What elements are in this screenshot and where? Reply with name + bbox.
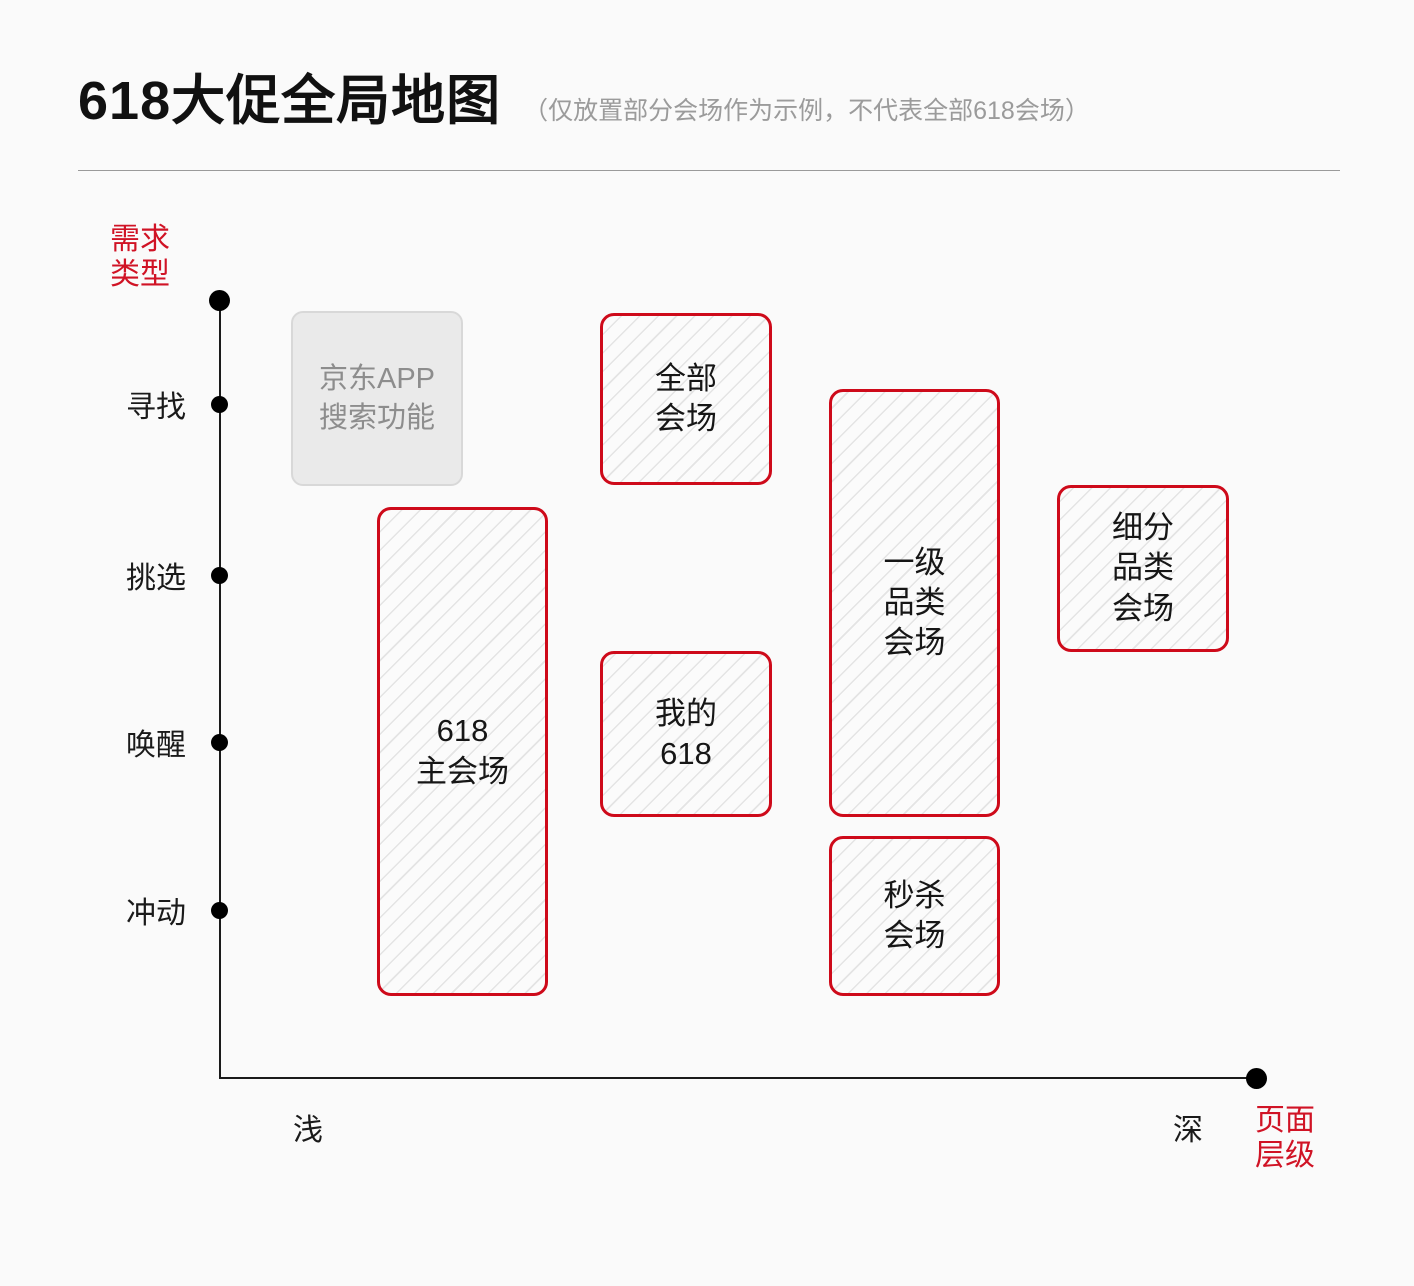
- y-axis-tick-dot-huanxing: [211, 734, 228, 751]
- x-axis-title-line-1: 页面: [1255, 1104, 1315, 1137]
- y-axis-tick-dot-tiaoxuan: [211, 567, 228, 584]
- x-axis-title-line-2: 层级: [1255, 1139, 1315, 1173]
- page-title: 618大促全局地图: [78, 71, 502, 131]
- node-primary-category-venue[interactable]: 一级 品类 会场: [829, 389, 1000, 817]
- x-axis-cap-dot: [1246, 1068, 1267, 1089]
- node-label-all-venues: 全部 会场: [655, 360, 717, 436]
- node-618-main-venue[interactable]: 618 主会场: [377, 507, 548, 996]
- y-tick-label-3: 冲动: [126, 897, 186, 930]
- node-jd-app-search[interactable]: 京东APP 搜索功能: [291, 311, 463, 486]
- node-label-primary-category-venue: 一级 品类 会场: [883, 544, 946, 661]
- x-axis-line: [219, 1077, 1256, 1079]
- x-tick-label-0: 浅: [293, 1114, 323, 1147]
- node-label-my-618: 我的 618: [655, 695, 717, 771]
- node-my-618[interactable]: 我的 618: [600, 651, 772, 817]
- y-axis-title-line-2: 类型: [110, 258, 170, 292]
- header-divider: [78, 170, 1340, 171]
- y-axis-title: 需求 类型: [94, 222, 186, 293]
- title-row: 618大促全局地图 （仅放置部分会场作为示例，不代表全部618会场）: [78, 74, 1340, 128]
- node-label-618-main-venue: 618 主会场: [416, 713, 509, 789]
- y-axis-title-line-1: 需求: [110, 223, 170, 256]
- x-tick-label-1: 深: [1173, 1114, 1203, 1147]
- y-tick-label-0: 寻找: [126, 391, 186, 424]
- y-axis-tick-dot-xunzhao: [211, 396, 228, 413]
- y-tick-label-2: 唤醒: [126, 729, 186, 762]
- node-label-flash-sale-venue: 秒杀 会场: [883, 877, 946, 953]
- y-axis-tick-dot-chongdong: [211, 902, 228, 919]
- x-axis-title: 页面 层级: [1245, 1103, 1325, 1174]
- node-label-sub-category-venue: 细分 品类 会场: [1112, 510, 1174, 626]
- page-subtitle: （仅放置部分会场作为示例，不代表全部618会场）: [523, 97, 1090, 125]
- node-all-venues[interactable]: 全部 会场: [600, 313, 772, 485]
- node-label-jd-app-search: 京东APP 搜索功能: [318, 362, 436, 434]
- y-axis-line: [219, 300, 221, 1079]
- y-tick-label-1: 挑选: [126, 562, 186, 595]
- page-header: 618大促全局地图 （仅放置部分会场作为示例，不代表全部618会场）: [78, 74, 1340, 170]
- node-sub-category-venue[interactable]: 细分 品类 会场: [1057, 485, 1229, 652]
- node-flash-sale-venue[interactable]: 秒杀 会场: [829, 836, 1000, 996]
- y-axis-cap-dot: [209, 290, 230, 311]
